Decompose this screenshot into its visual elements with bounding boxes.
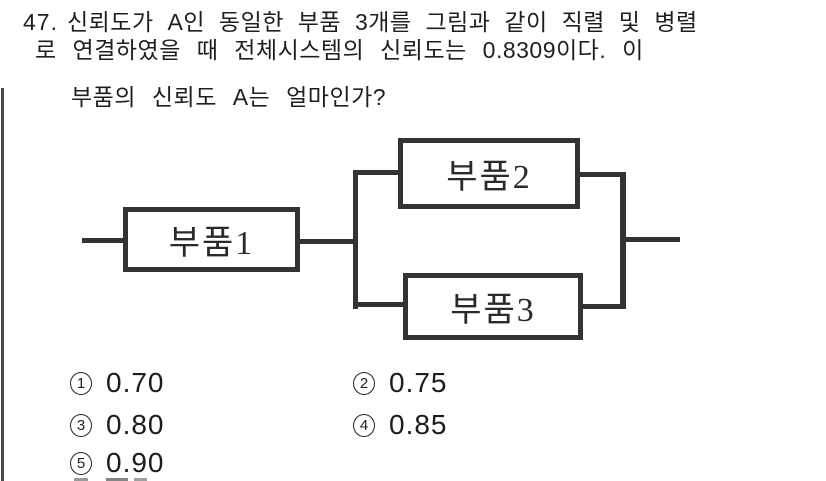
question-text-line-1: 신뢰도가 A인 동일한 부품 3개를 그림과 같이 직렬 및 병렬: [66, 9, 698, 35]
option-5-value: 0.90: [106, 447, 165, 478]
answer-option-5: 5 0.90: [70, 447, 165, 478]
option-3-value: 0.80: [106, 409, 165, 440]
scan-artifact-left-line: [1, 88, 4, 481]
option-4-value: 0.85: [389, 409, 448, 440]
component2-label: 부품2: [446, 159, 532, 196]
bottom-branch-right-wire: [581, 304, 624, 309]
option-2-circled-marker: 2: [353, 371, 375, 395]
option-2-value: 0.75: [389, 367, 448, 398]
input-lead-wire: [82, 238, 126, 243]
component1-box: 부품1: [123, 207, 300, 272]
option-5-circled-marker: 5: [70, 451, 92, 475]
bottom-branch-left-wire: [356, 302, 407, 307]
answer-option-2: 2 0.75: [353, 367, 448, 398]
component3-box: 부품3: [403, 273, 583, 340]
question-number: 47.: [23, 9, 58, 35]
scan-artifact-bottom-mark: [74, 478, 88, 481]
component3-label: 부품3: [450, 292, 536, 329]
scan-artifact-bottom-mark: [106, 478, 128, 481]
output-lead-wire: [624, 237, 680, 242]
answer-option-1: 1 0.70: [70, 367, 165, 398]
option-3-circled-marker: 3: [70, 413, 92, 437]
parallel-right-junction: [620, 172, 626, 309]
component2-box: 부품2: [398, 138, 580, 209]
option-4-circled-marker: 4: [353, 413, 375, 437]
question-line-1: 47. 신뢰도가 A인 동일한 부품 3개를 그림과 같이 직렬 및 병렬: [23, 8, 698, 36]
series-wire: [298, 239, 356, 244]
scan-artifact-bottom-mark: [134, 478, 147, 481]
question-line-3: 부품의 신뢰도 A는 얼마인가?: [71, 84, 387, 110]
option-1-value: 0.70: [106, 367, 165, 398]
question-line-2: 로 연결하였을 때 전체시스템의 신뢰도는 0.8309이다. 이: [35, 37, 644, 63]
option-1-circled-marker: 1: [70, 371, 92, 395]
top-branch-right-wire: [578, 172, 625, 177]
component1-label: 부품1: [168, 225, 255, 262]
answer-option-4: 4 0.85: [353, 409, 448, 440]
parallel-left-junction: [353, 170, 358, 309]
answer-option-3: 3 0.80: [70, 409, 165, 440]
top-branch-left-wire: [356, 170, 402, 175]
